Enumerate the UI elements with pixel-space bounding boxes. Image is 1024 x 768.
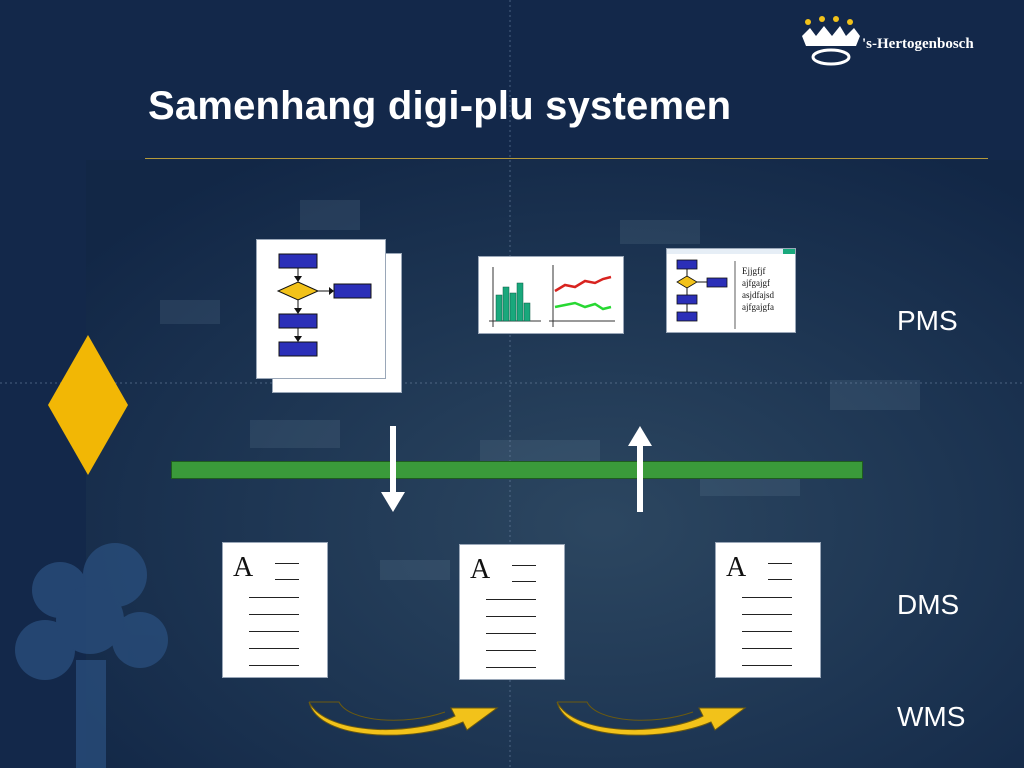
- doc-rule: [249, 648, 299, 649]
- layer-label-pms: PMS: [897, 305, 958, 336]
- workflow-arrow-1-icon: [308, 701, 499, 736]
- tile-text-line-3: asjdfajsd: [742, 290, 774, 300]
- doc-rule: [275, 563, 299, 564]
- doc-rule: [486, 650, 536, 651]
- window-control: [783, 249, 795, 254]
- chart-icon: [489, 265, 615, 327]
- document-letter: A: [726, 552, 747, 583]
- window-titlebar: [667, 249, 795, 254]
- layer-label-dms: DMS: [897, 589, 960, 620]
- doc-rule: [768, 563, 792, 564]
- doc-rule: [249, 597, 299, 598]
- tile-text-line-1: Ejjgfjf: [742, 266, 766, 276]
- doc-rule: [249, 614, 299, 615]
- arrow-up-icon: [628, 426, 652, 512]
- arrow-down-icon: [381, 426, 405, 512]
- title-divider: [145, 158, 988, 159]
- doc-rule: [486, 667, 536, 668]
- workflow-window-tile: Ejjgfjf ajfgajgf asjdfajsd ajfgajgfa: [666, 248, 796, 333]
- integration-bar: [171, 461, 863, 479]
- crown-crest-icon: [796, 14, 866, 68]
- logo-text: 's-Hertogenbosch: [862, 36, 974, 52]
- flowchart-page-front: [256, 239, 386, 379]
- doc-rule: [486, 633, 536, 634]
- doc-rule: [249, 665, 299, 666]
- tile-text-line-2: ajfgajgf: [742, 278, 770, 288]
- doc-rule: [742, 597, 792, 598]
- flowchart-icon: [276, 253, 372, 357]
- doc-rule: [742, 648, 792, 649]
- tile-text-line-4: ajfgajgfa: [742, 302, 774, 312]
- doc-rule: [742, 614, 792, 615]
- chart-tile: [478, 256, 624, 334]
- mini-flowchart-icon: [676, 259, 736, 329]
- layer-label-wms: WMS: [897, 701, 966, 732]
- doc-rule: [275, 579, 299, 580]
- workflow-arrow-2-icon: [556, 701, 747, 736]
- doc-rule: [742, 665, 792, 666]
- document-2: A: [459, 544, 565, 680]
- doc-rule: [249, 631, 299, 632]
- document-letter: A: [233, 552, 254, 583]
- decorative-diamond: [48, 335, 128, 475]
- document-letter: A: [470, 554, 491, 585]
- doc-rule: [742, 631, 792, 632]
- document-3: A: [715, 542, 821, 678]
- doc-rule: [512, 565, 536, 566]
- page-title: Samenhang digi-plu systemen: [148, 84, 732, 128]
- document-1: A: [222, 542, 328, 678]
- doc-rule: [486, 616, 536, 617]
- doc-rule: [768, 579, 792, 580]
- doc-rule: [486, 599, 536, 600]
- doc-rule: [512, 581, 536, 582]
